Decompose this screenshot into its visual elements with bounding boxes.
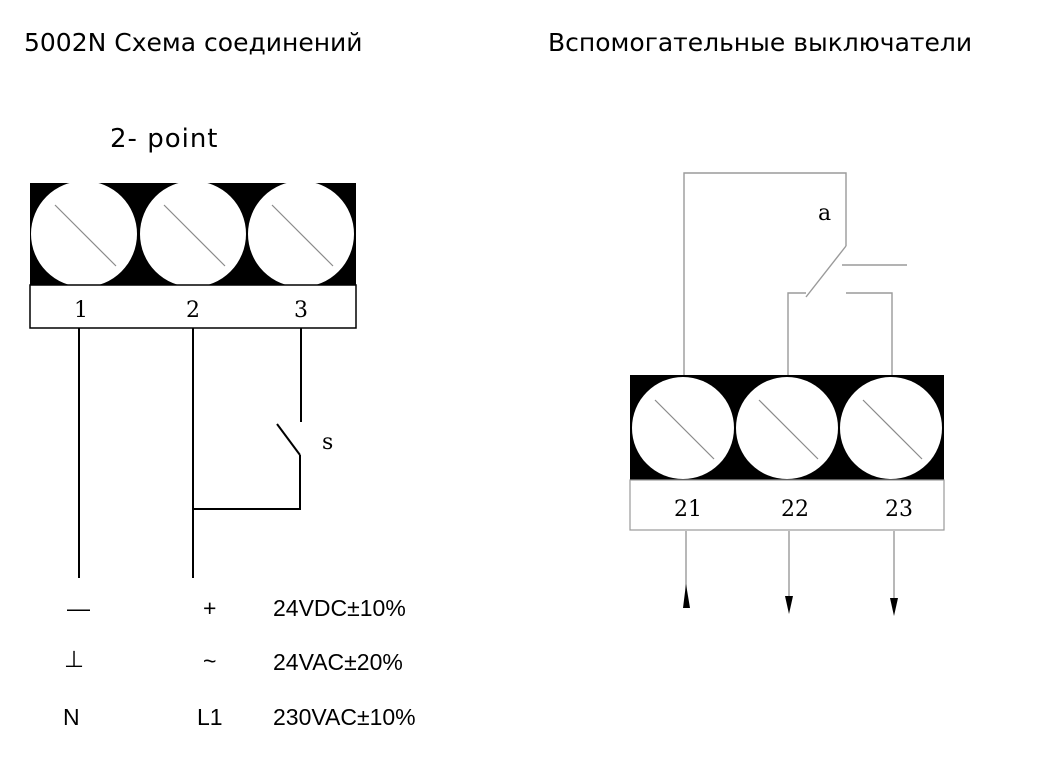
terminal-screw-2 <box>140 181 246 287</box>
right-terminal-label-strip <box>629 479 945 531</box>
wiring-diagram-title: 5002N Схема соединений <box>24 28 363 57</box>
supply-row-2-voltage: 24VAC±20% <box>273 649 403 675</box>
switch-s-contact <box>276 423 301 456</box>
terminal-label-21: 21 <box>674 497 702 522</box>
supply-row-3-neg: N <box>63 704 80 730</box>
right-terminal-block: 21 22 23 <box>629 375 945 531</box>
supply-row-2-neg: ⊥ <box>64 646 85 672</box>
left-wiring <box>78 328 302 578</box>
terminal-screw-23 <box>840 377 942 479</box>
left-terminal-block: 1 2 3 <box>29 181 357 329</box>
supply-row-1-neg: — <box>67 595 90 621</box>
terminal-label-3: 3 <box>294 298 308 323</box>
aux-switch-a-label: a <box>818 201 831 226</box>
supply-row-1-voltage: 24VDC±10% <box>273 595 406 621</box>
aux-switch-wiring <box>683 172 907 376</box>
terminal-label-1: 1 <box>74 298 88 323</box>
aux-switch-blade <box>805 245 847 298</box>
supply-row-2-pos: ~ <box>203 648 217 674</box>
aux-wire-22 <box>787 292 806 376</box>
aux-output-arrows <box>683 531 898 616</box>
terminal-label-23: 23 <box>885 497 913 522</box>
arrow-22-head <box>785 596 793 614</box>
terminal-screw-22 <box>736 377 838 479</box>
supply-row-1-pos: + <box>203 595 217 621</box>
left-terminal-label-strip <box>29 284 357 329</box>
terminal-label-2: 2 <box>186 298 200 323</box>
terminal-label-22: 22 <box>781 497 809 522</box>
arrow-21-head <box>683 584 690 608</box>
wire-switch-to-terminal-2 <box>193 455 301 510</box>
aux-wire-common <box>683 172 847 376</box>
arrow-23-head <box>890 598 898 616</box>
aux-wire-23 <box>846 292 893 376</box>
supply-row-3-pos: L1 <box>197 704 223 730</box>
supply-row-3-voltage: 230VAC±10% <box>273 704 416 730</box>
control-mode-label: 2- point <box>110 124 219 154</box>
aux-switches-title: Вспомогательные выключатели <box>548 28 973 57</box>
terminal-screw-1 <box>31 181 137 287</box>
terminal-screw-21 <box>632 377 734 479</box>
switch-s-label: s <box>322 430 333 455</box>
terminal-screw-3 <box>248 181 354 287</box>
